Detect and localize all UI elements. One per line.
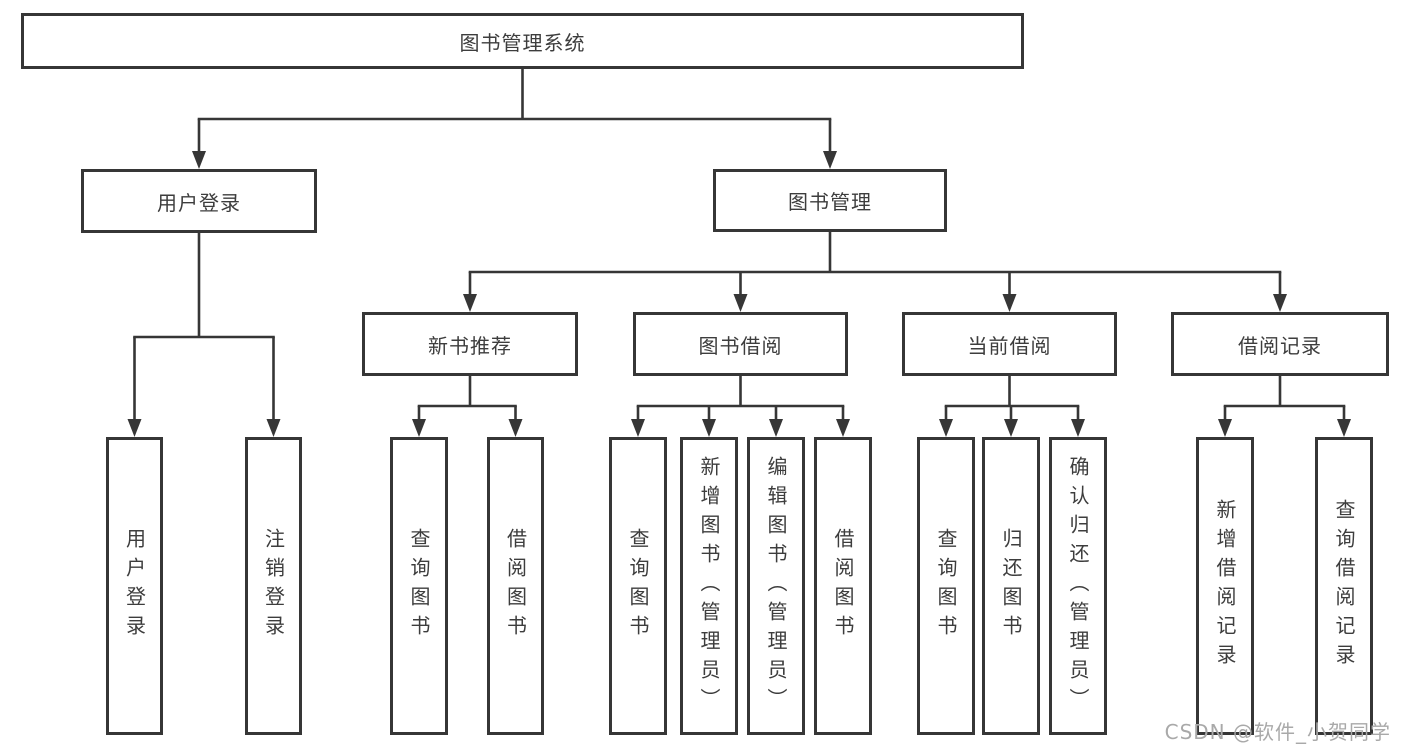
leaf-borrow-add-book-admin: 新增图书（管理员） bbox=[680, 437, 738, 735]
leaf-logout: 注销登录 bbox=[245, 437, 302, 735]
leaf-recommend-borrow-book: 借阅图书 bbox=[487, 437, 544, 735]
leaf-record-query: 查询借阅记录 bbox=[1315, 437, 1373, 735]
node-user-login-label: 用户登录 bbox=[157, 190, 241, 215]
leaf-borrow-edit-book-admin: 编辑图书（管理员） bbox=[747, 437, 805, 735]
node-current-borrow: 当前借阅 bbox=[902, 312, 1117, 376]
leaf-borrow-borrow-book-label: 借阅图书 bbox=[831, 528, 855, 644]
leaf-recommend-query-book: 查询图书 bbox=[390, 437, 448, 735]
leaf-borrow-query-book: 查询图书 bbox=[609, 437, 667, 735]
node-book-borrow: 图书借阅 bbox=[633, 312, 848, 376]
node-new-book-recommend: 新书推荐 bbox=[362, 312, 578, 376]
leaf-current-return-book: 归还图书 bbox=[982, 437, 1040, 735]
leaf-record-add-label: 新增借阅记录 bbox=[1213, 499, 1237, 673]
leaf-current-query-book: 查询图书 bbox=[917, 437, 975, 735]
leaf-record-add: 新增借阅记录 bbox=[1196, 437, 1254, 735]
leaf-borrow-edit-book-admin-label: 编辑图书（管理员） bbox=[764, 455, 788, 717]
node-book-management-label: 图书管理 bbox=[788, 190, 872, 214]
watermark: CSDN @软件_小贺同学 bbox=[1164, 720, 1391, 744]
leaf-logout-label: 注销登录 bbox=[261, 528, 286, 644]
leaf-recommend-borrow-book-label: 借阅图书 bbox=[503, 528, 528, 644]
node-borrow-records: 借阅记录 bbox=[1171, 312, 1389, 376]
leaf-borrow-query-book-label: 查询图书 bbox=[626, 528, 650, 644]
node-current-borrow-label: 当前借阅 bbox=[967, 333, 1052, 358]
leaf-recommend-query-book-label: 查询图书 bbox=[407, 528, 431, 644]
node-borrow-records-label: 借阅记录 bbox=[1238, 333, 1322, 358]
leaf-borrow-add-book-admin-label: 新增图书（管理员） bbox=[697, 455, 721, 717]
leaf-user-login: 用户登录 bbox=[106, 437, 163, 735]
node-root: 图书管理系统 bbox=[21, 13, 1024, 69]
leaf-current-query-book-label: 查询图书 bbox=[934, 528, 958, 644]
leaf-current-confirm-return-admin: 确认归还（管理员） bbox=[1049, 437, 1107, 735]
leaf-borrow-borrow-book: 借阅图书 bbox=[814, 437, 872, 735]
leaf-current-confirm-return-admin-label: 确认归还（管理员） bbox=[1066, 455, 1090, 717]
node-user-login: 用户登录 bbox=[81, 169, 317, 233]
leaf-user-login-label: 用户登录 bbox=[122, 528, 147, 644]
node-book-borrow-label: 图书借阅 bbox=[698, 333, 783, 358]
node-book-management: 图书管理 bbox=[713, 169, 947, 232]
node-root-label: 图书管理系统 bbox=[459, 30, 586, 55]
leaf-record-query-label: 查询借阅记录 bbox=[1332, 499, 1356, 673]
node-new-book-recommend-label: 新书推荐 bbox=[428, 333, 512, 358]
leaf-current-return-book-label: 归还图书 bbox=[999, 528, 1023, 644]
